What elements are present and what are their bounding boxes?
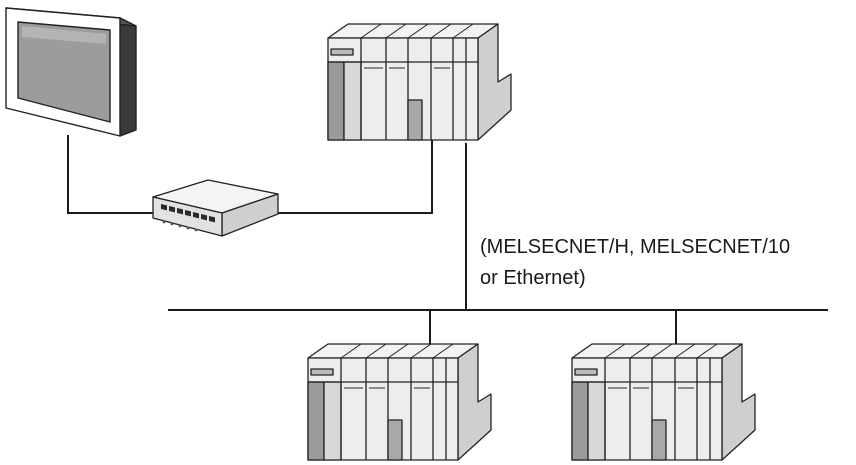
plc-rack-main [327, 23, 512, 141]
plc-rack-remote-1 [307, 343, 492, 461]
hub-to-plc-cable [278, 135, 433, 214]
connection-lines [67, 135, 828, 346]
network-type-label: (MELSECNET/H, MELSECNET/10 or Ethernet) [480, 232, 790, 294]
network-type-label-line1: (MELSECNET/H, MELSECNET/10 [480, 236, 791, 258]
network-type-label-line2: or Ethernet) [480, 267, 586, 289]
touch-panel-display-icon [5, 7, 137, 137]
hub-icon [152, 179, 279, 237]
plc-rack-remote-2 [571, 343, 756, 461]
display-to-hub-cable [67, 135, 155, 214]
